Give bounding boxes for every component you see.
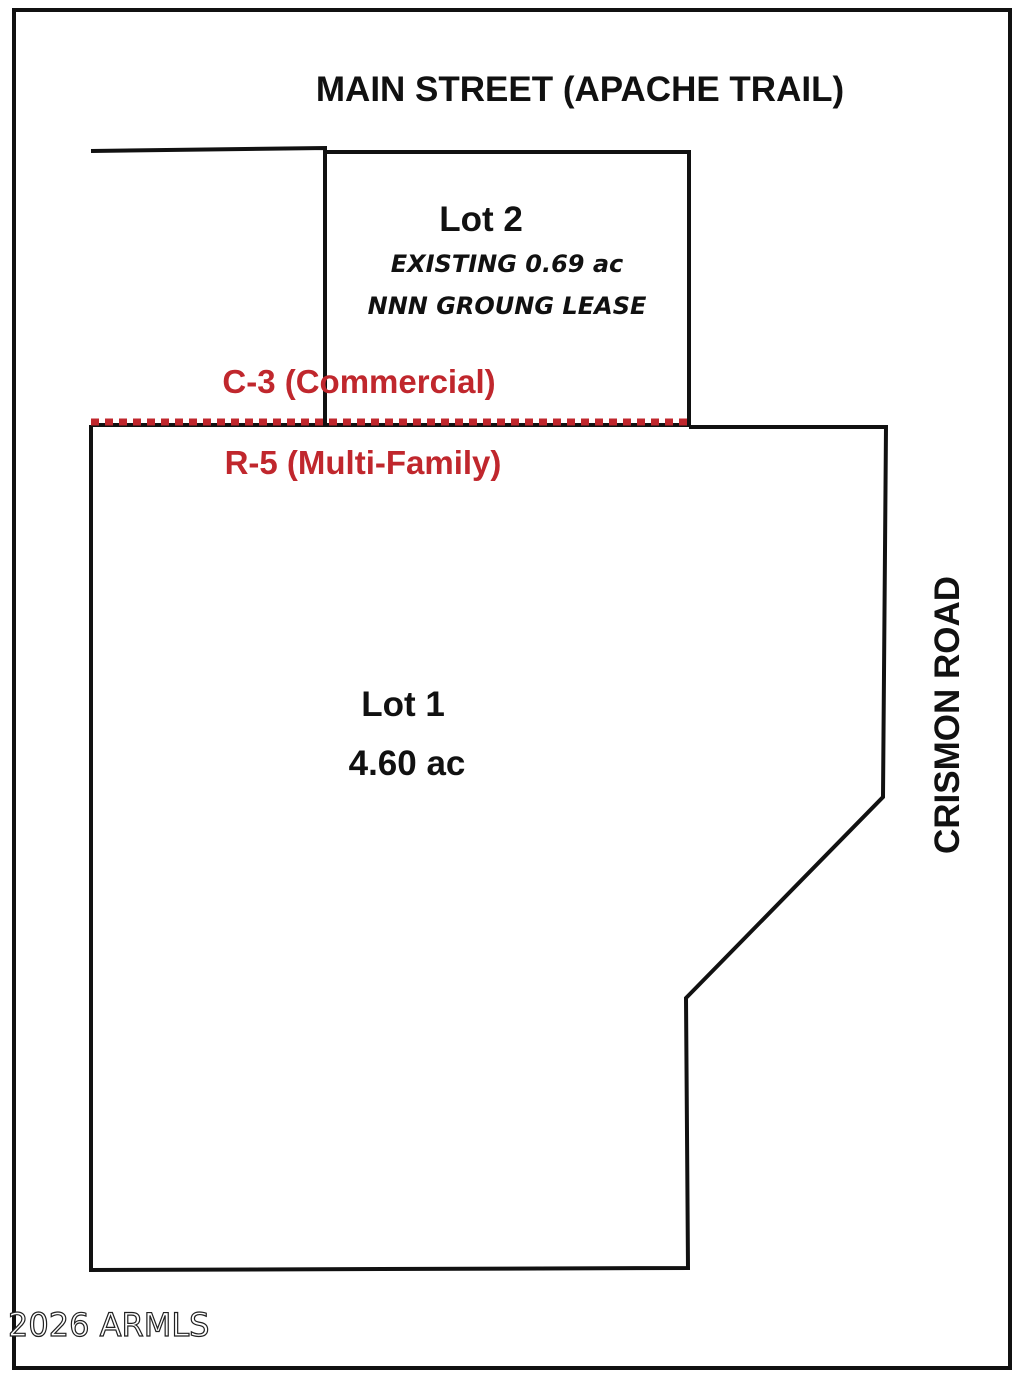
- main-street-label: MAIN STREET (APACHE TRAIL): [316, 70, 844, 109]
- page-border: [12, 8, 1012, 1370]
- lot-1-parcel: [89, 425, 889, 1273]
- lot-1-area: 4.60 ac: [349, 744, 466, 783]
- lot-2-note-line-2: NNN GROUNG LEASE: [368, 292, 647, 320]
- zoning-upper-label: C-3 (Commercial): [222, 363, 495, 400]
- zoning-lower-label: R-5 (Multi-Family): [225, 444, 502, 481]
- copyright-watermark: 2026 ARMLS: [8, 1306, 209, 1344]
- lot-1-title: Lot 1: [361, 685, 445, 724]
- crismon-road-label: CRISMON ROAD: [928, 576, 967, 854]
- lot-2-title: Lot 2: [439, 200, 523, 239]
- lot-2-parcel: [323, 150, 691, 427]
- lot-2-note-line-1: EXISTING 0.69 ac: [391, 250, 624, 278]
